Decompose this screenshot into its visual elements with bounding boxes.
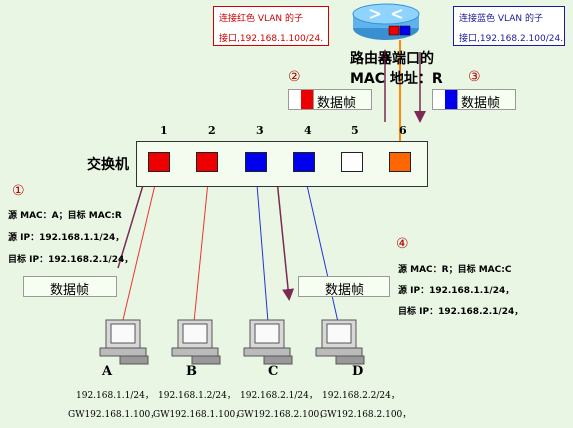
- port-num-5: 5: [351, 124, 359, 137]
- port-num-6: 6: [399, 124, 407, 137]
- frame3-label: 数据帧: [461, 96, 501, 111]
- switch-port-3: [245, 152, 267, 172]
- switch-port-2: [196, 152, 218, 172]
- host-d-gw: GW192.168.2.100，: [320, 410, 412, 420]
- host-a-ip: 192.168.1.1/24，: [76, 391, 154, 401]
- blue-vlan-note: [453, 6, 565, 46]
- red-vlan-note: [213, 6, 329, 46]
- step1-number: ①: [12, 183, 25, 199]
- step3-number: ③: [468, 69, 481, 85]
- blue-vlan-note-line2: 接口,192.168.2.100/24.: [459, 34, 564, 44]
- switch-port-5: [341, 152, 363, 172]
- host-d-ip: 192.168.2.2/24，: [322, 391, 400, 401]
- link-c: [255, 171, 269, 323]
- host-c-gw: GW192.168.2.100，: [237, 410, 329, 420]
- frame1-label: 数据帧: [50, 283, 90, 298]
- frame2-box: 数据帧: [288, 89, 372, 111]
- router-mac-label-2: MAC 地址：R: [350, 71, 443, 87]
- host-d-name: D: [352, 364, 364, 379]
- computer-icon-b: [171, 319, 221, 365]
- frame1-box: 数据帧: [23, 276, 117, 298]
- step1-dst-ip: 目标 IP：192.168.2.1/24，: [8, 255, 134, 265]
- step2-number: ②: [288, 69, 301, 85]
- step4-src-ip: 源 IP：192.168.1.1/24，: [398, 286, 515, 296]
- red-vlan-note-line1: 连接红色 VLAN 的子: [219, 14, 303, 24]
- host-b-gw: GW192.168.1.100，: [153, 410, 245, 420]
- frame3-box: 数据帧: [432, 89, 516, 111]
- host-c-ip: 192.168.2.1/24，: [240, 391, 318, 401]
- link-a: [121, 171, 159, 325]
- step4-dst-ip: 目标 IP：192.168.2.1/24，: [398, 307, 524, 317]
- switch-port-1: [148, 152, 170, 172]
- frame2-label: 数据帧: [317, 96, 357, 111]
- frame4-label: 数据帧: [325, 283, 365, 298]
- host-b-name: B: [186, 364, 197, 379]
- link-b: [193, 171, 210, 323]
- computer-icon-a: [99, 319, 149, 365]
- step4-mac: 源 MAC：R；目标 MAC:C: [398, 265, 512, 275]
- switch-label: 交换机: [87, 157, 129, 173]
- step1-src-ip: 源 IP：192.168.1.1/24，: [8, 233, 125, 243]
- host-b-ip: 192.168.1.2/24，: [158, 391, 236, 401]
- frame3-blue-tag: [445, 90, 458, 109]
- host-a-name: A: [102, 364, 113, 379]
- arrow-step1: [117, 169, 151, 269]
- host-c-name: C: [268, 364, 279, 379]
- host-a-gw: GW192.168.1.100，: [68, 410, 160, 420]
- switch-port-6: [389, 152, 411, 172]
- link-d: [303, 171, 339, 323]
- red-vlan-note-line2: 接口,192.168.1.100/24.: [219, 34, 324, 44]
- frame2-red-tag: [301, 90, 314, 109]
- computer-icon-d: [315, 319, 365, 365]
- router-mac-label-1: 路由器端口的: [350, 51, 434, 67]
- arrow-step4: [276, 179, 295, 301]
- switch-body: [136, 141, 428, 187]
- port-num-2: 2: [208, 124, 216, 137]
- step1-mac: 源 MAC：A；目标 MAC:R: [8, 211, 122, 221]
- port-num-4: 4: [304, 124, 312, 137]
- step4-number: ④: [396, 236, 409, 252]
- switch-port-4: [293, 152, 315, 172]
- blue-vlan-note-line1: 连接蓝色 VLAN 的子: [459, 14, 543, 24]
- port-num-3: 3: [256, 124, 264, 137]
- frame4-box: 数据帧: [298, 276, 390, 298]
- computer-icon-c: [243, 319, 293, 365]
- port-num-1: 1: [160, 124, 168, 137]
